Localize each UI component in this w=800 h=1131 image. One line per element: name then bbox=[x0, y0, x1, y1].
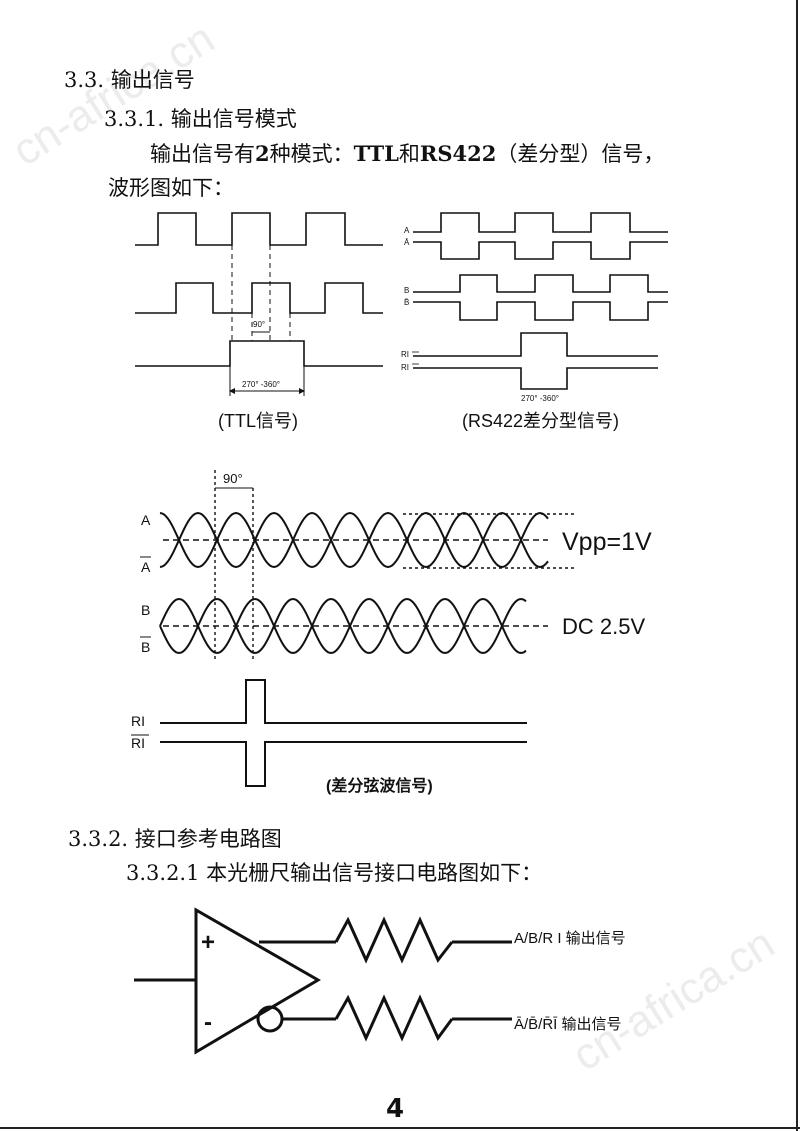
minus-sign: - bbox=[204, 1009, 212, 1036]
output-label-2: Ā/B̄/R̄Ī 输出信号 bbox=[514, 1016, 622, 1033]
ttl-caption: (TTL信号) bbox=[218, 411, 298, 431]
paragraph-3: 3.3.2.1 本光栅尺输出信号接口电路图如下： bbox=[126, 861, 543, 885]
sine-label-ri: RI bbox=[131, 713, 145, 729]
sine-signal-b-bar bbox=[159, 598, 527, 654]
sine-label-b-bar: B bbox=[141, 639, 150, 655]
page-border-right bbox=[796, 0, 798, 1131]
output-label-1: A/B/R I 输出信号 bbox=[514, 930, 626, 947]
sine-signal-b bbox=[159, 598, 527, 654]
sine-diagram bbox=[159, 470, 574, 787]
sine-label-a: A bbox=[141, 512, 151, 528]
rs422-diagram bbox=[413, 212, 668, 390]
sine-label-a-bar: A bbox=[141, 559, 151, 575]
text: 种模式： bbox=[269, 142, 354, 166]
sine-caption: (差分弦波信号) bbox=[326, 776, 433, 795]
rs422-label-ri-bar: RI bbox=[401, 363, 409, 372]
rs422-label-b-bar: B̄ bbox=[404, 298, 409, 307]
resistor-1 bbox=[334, 916, 454, 964]
section-heading: 3.3. 输出信号 bbox=[64, 68, 195, 92]
text: （差分型）信号， bbox=[496, 142, 665, 166]
ttl-signal-ri bbox=[135, 340, 383, 367]
sine-phase-label: 90° bbox=[223, 471, 243, 486]
page-number: 4 bbox=[386, 1094, 405, 1124]
ttl-signal-b bbox=[135, 282, 383, 314]
dc-label: DC 2.5V bbox=[562, 614, 645, 639]
ttl-phase-label: 90° bbox=[253, 320, 265, 329]
rs422-signal-b bbox=[413, 274, 668, 293]
text-bold: RS422 bbox=[419, 141, 497, 166]
ttl-diagram bbox=[135, 212, 383, 396]
rs422-signal-ri bbox=[413, 332, 658, 357]
rs422-signal-b-bar bbox=[413, 301, 668, 321]
plus-sign: + bbox=[201, 929, 215, 956]
sine-signal-a-bar bbox=[159, 511, 549, 569]
paragraph-line-2: 波形图如下： bbox=[108, 176, 234, 200]
rs422-signal-a bbox=[413, 212, 668, 233]
sine-ri-bar bbox=[160, 741, 527, 787]
subsection-heading-2: 3.3.2. 接口参考电路图 bbox=[68, 827, 282, 851]
inverting-bubble bbox=[256, 1005, 284, 1033]
rs422-signal-a-bar bbox=[413, 241, 668, 260]
rs422-label-b: B bbox=[404, 286, 409, 295]
rs422-label-a-bar: Ā bbox=[404, 238, 410, 247]
circuit-diagram bbox=[134, 907, 512, 1055]
subsection-heading: 3.3.1. 输出信号模式 bbox=[104, 107, 297, 131]
ttl-index-label: 270° -360° bbox=[242, 380, 280, 389]
paragraph-line-1: 输出信号有2种模式：TTL和RS422（差分型）信号， bbox=[150, 138, 664, 168]
text-bold: TTL bbox=[353, 141, 399, 166]
rs422-signal-ri-bar bbox=[413, 367, 658, 390]
text: 输出信号有 bbox=[150, 142, 255, 166]
resistor-2 bbox=[334, 994, 454, 1042]
sine-ri bbox=[160, 679, 527, 724]
rs422-label-a: A bbox=[404, 226, 410, 235]
page-border-bottom bbox=[0, 1127, 800, 1129]
sine-label-ri-bar: RI bbox=[131, 735, 145, 751]
rs422-index-label: 270° -360° bbox=[521, 394, 559, 403]
ttl-signal-a bbox=[135, 212, 383, 246]
rs422-label-ri: RI bbox=[401, 350, 409, 359]
vpp-label: Vpp=1V bbox=[562, 528, 652, 556]
rs422-caption: (RS422差分型信号) bbox=[462, 411, 619, 431]
text: 和 bbox=[398, 142, 420, 166]
text-bold: 2 bbox=[255, 141, 270, 166]
sine-label-b: B bbox=[141, 602, 150, 618]
